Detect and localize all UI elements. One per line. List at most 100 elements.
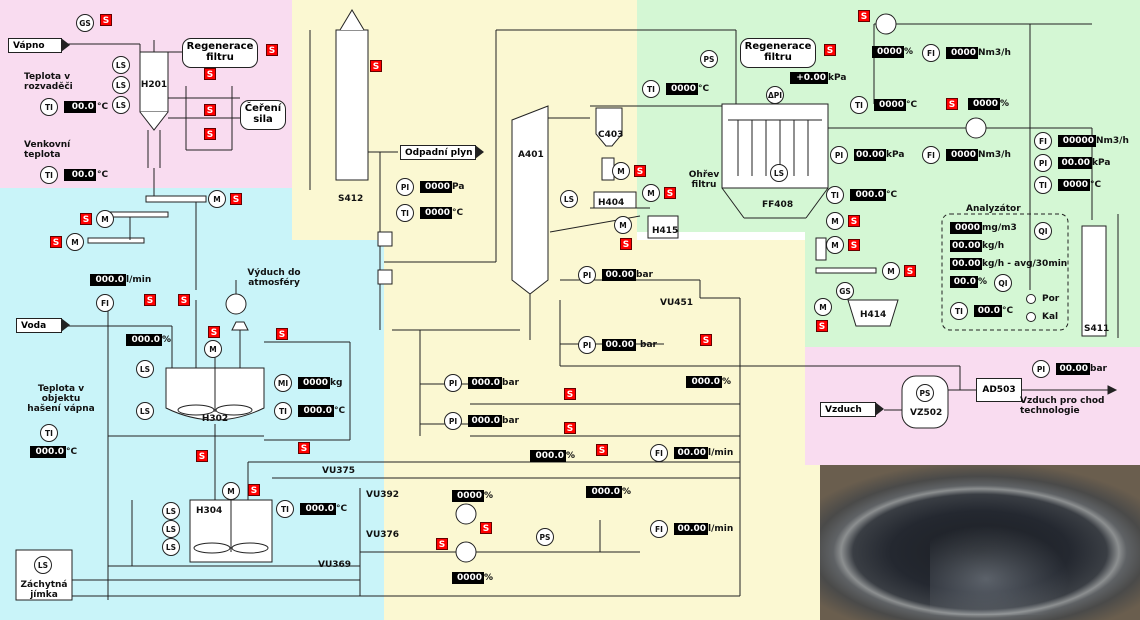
- vapno-flag[interactable]: Vápno: [8, 38, 62, 53]
- motor-conv-1[interactable]: M: [96, 210, 114, 228]
- motor-h404[interactable]: M: [642, 184, 660, 202]
- s-button-pump1[interactable]: S: [480, 522, 492, 534]
- s-button-screw-h404[interactable]: S: [620, 238, 632, 250]
- s-button-conv-2[interactable]: S: [230, 193, 242, 205]
- ps-sensor-vz502[interactable]: PS: [916, 384, 934, 402]
- s-button-pump2[interactable]: S: [436, 538, 448, 550]
- ti-sensor-venkovni[interactable]: TI: [40, 166, 58, 184]
- motor-h414[interactable]: M: [814, 298, 832, 316]
- cereni-sila[interactable]: Čeření sila: [240, 100, 286, 130]
- s-button-h414[interactable]: S: [816, 320, 828, 332]
- pi-sensor-out[interactable]: PI: [1032, 360, 1050, 378]
- ti-sensor-h302[interactable]: TI: [274, 402, 292, 420]
- s-button-voda-valve[interactable]: S: [144, 294, 156, 306]
- s-button-ff408-2[interactable]: S: [848, 239, 860, 251]
- s-button-vydech[interactable]: S: [178, 294, 190, 306]
- ti-sensor-right[interactable]: TI: [1034, 176, 1052, 194]
- motor-h302[interactable]: M: [204, 340, 222, 358]
- s-button-h404[interactable]: S: [664, 187, 676, 199]
- odpadni-plyn-flag[interactable]: Odpadní plyn: [400, 145, 476, 160]
- s-button-h302-out[interactable]: S: [196, 450, 208, 462]
- s-button-valve-b2[interactable]: S: [564, 422, 576, 434]
- pi-sensor-a1[interactable]: PI: [578, 266, 596, 284]
- s-button-fan-top[interactable]: S: [858, 10, 870, 22]
- ti-sensor-s412[interactable]: TI: [396, 204, 414, 222]
- gs-sensor-h414[interactable]: GS: [836, 282, 854, 300]
- s-button-valve-3[interactable]: S: [204, 128, 216, 140]
- dpi-sensor[interactable]: ΔPI: [766, 86, 784, 104]
- motor-ff408-2[interactable]: M: [826, 236, 844, 254]
- fi-sensor-c[interactable]: FI: [650, 520, 668, 538]
- pi-sensor-b1[interactable]: PI: [444, 374, 462, 392]
- pi-sensor-a2[interactable]: PI: [578, 336, 596, 354]
- s-button-valve-a[interactable]: S: [700, 334, 712, 346]
- pi-sensor-s412[interactable]: PI: [396, 178, 414, 196]
- s-button-regen-ff[interactable]: S: [824, 44, 836, 56]
- motor-conv-h414[interactable]: M: [882, 262, 900, 280]
- ti-sensor-ff-2[interactable]: TI: [826, 186, 844, 204]
- vz502-label: VZ502: [910, 408, 942, 418]
- voda-flag[interactable]: Voda: [16, 318, 62, 333]
- ls-sensor-h201-2[interactable]: LS: [112, 76, 130, 94]
- ls-sensor-h304-3[interactable]: LS: [162, 538, 180, 556]
- ps-sensor-pump[interactable]: PS: [536, 528, 554, 546]
- s-button-h302-valve[interactable]: S: [276, 328, 288, 340]
- ls-sensor-h404[interactable]: LS: [560, 190, 578, 208]
- ls-sensor-h201-3[interactable]: LS: [112, 96, 130, 114]
- s-button-ff408-1[interactable]: S: [848, 215, 860, 227]
- pi-sensor-b2[interactable]: PI: [444, 412, 462, 430]
- ti-sensor-h304[interactable]: TI: [276, 500, 294, 518]
- ls-sensor-h302-2[interactable]: LS: [136, 402, 154, 420]
- s-button-gs-silo[interactable]: S: [100, 14, 112, 26]
- s-button-pct-right[interactable]: S: [946, 98, 958, 110]
- vzduch-flag[interactable]: Vzduch: [820, 402, 876, 417]
- s-button-regen-silo[interactable]: S: [266, 44, 278, 56]
- s-button-c403[interactable]: S: [634, 165, 646, 177]
- s-button-valve-b1[interactable]: S: [564, 388, 576, 400]
- qi-sensor-2[interactable]: QI: [994, 274, 1012, 292]
- motor-ff408-1[interactable]: M: [826, 212, 844, 230]
- kal-radio[interactable]: [1026, 312, 1036, 322]
- s-button-conv-1[interactable]: S: [80, 213, 92, 225]
- ti-sensor-analyzer[interactable]: TI: [950, 302, 968, 320]
- ls-sensor-ff408[interactable]: LS: [770, 164, 788, 182]
- s-button-conv-h414[interactable]: S: [904, 265, 916, 277]
- s-button-motor-h304[interactable]: S: [248, 484, 260, 496]
- ti-sensor-haseni[interactable]: TI: [40, 424, 58, 442]
- s-button-conv-3[interactable]: S: [50, 236, 62, 248]
- fi-sensor-ff[interactable]: FI: [922, 146, 940, 164]
- s-button-h302-recirc[interactable]: S: [298, 442, 310, 454]
- pi-sensor-ff[interactable]: PI: [830, 146, 848, 164]
- fi-sensor-voda[interactable]: FI: [96, 294, 114, 312]
- pi-sensor-right[interactable]: PI: [1034, 154, 1052, 172]
- fi-sensor-top[interactable]: FI: [922, 44, 940, 62]
- gs-sensor-silo[interactable]: GS: [76, 14, 94, 32]
- regenerace-filtru-ff[interactable]: Regenerace filtru: [740, 38, 816, 68]
- qi-sensor-1[interactable]: QI: [1034, 222, 1052, 240]
- ti-sensor-rozvadec[interactable]: TI: [40, 98, 58, 116]
- mi-sensor-h302[interactable]: MI: [274, 374, 292, 392]
- ad503-box[interactable]: AD503: [976, 378, 1022, 402]
- ti-sensor-ff-1[interactable]: TI: [850, 96, 868, 114]
- motor-conv-3[interactable]: M: [66, 233, 84, 251]
- motor-screw-h404[interactable]: M: [614, 216, 632, 234]
- motor-c403[interactable]: M: [612, 162, 630, 180]
- ls-sensor-jimka[interactable]: LS: [34, 556, 52, 574]
- ls-sensor-h201-1[interactable]: LS: [112, 56, 130, 74]
- ti-sensor-top[interactable]: TI: [642, 80, 660, 98]
- motor-conv-2[interactable]: M: [208, 190, 226, 208]
- s-button-valve-2[interactable]: S: [204, 104, 216, 116]
- ps-sensor-filter[interactable]: PS: [700, 50, 718, 68]
- ls-sensor-h302-1[interactable]: LS: [136, 360, 154, 378]
- fi-sensor-right[interactable]: FI: [1034, 132, 1052, 150]
- ls-sensor-h304-2[interactable]: LS: [162, 520, 180, 538]
- por-radio[interactable]: [1026, 294, 1036, 304]
- regenerace-filtru-silo[interactable]: Regenerace filtru: [182, 38, 258, 68]
- s-button-valve-1[interactable]: S: [204, 68, 216, 80]
- s-button-valve-c[interactable]: S: [596, 444, 608, 456]
- ls-sensor-h304-1[interactable]: LS: [162, 502, 180, 520]
- fi-sensor-b[interactable]: FI: [650, 444, 668, 462]
- motor-h304[interactable]: M: [222, 482, 240, 500]
- s-button-s412[interactable]: S: [370, 60, 382, 72]
- s-button-motor-h302[interactable]: S: [208, 326, 220, 338]
